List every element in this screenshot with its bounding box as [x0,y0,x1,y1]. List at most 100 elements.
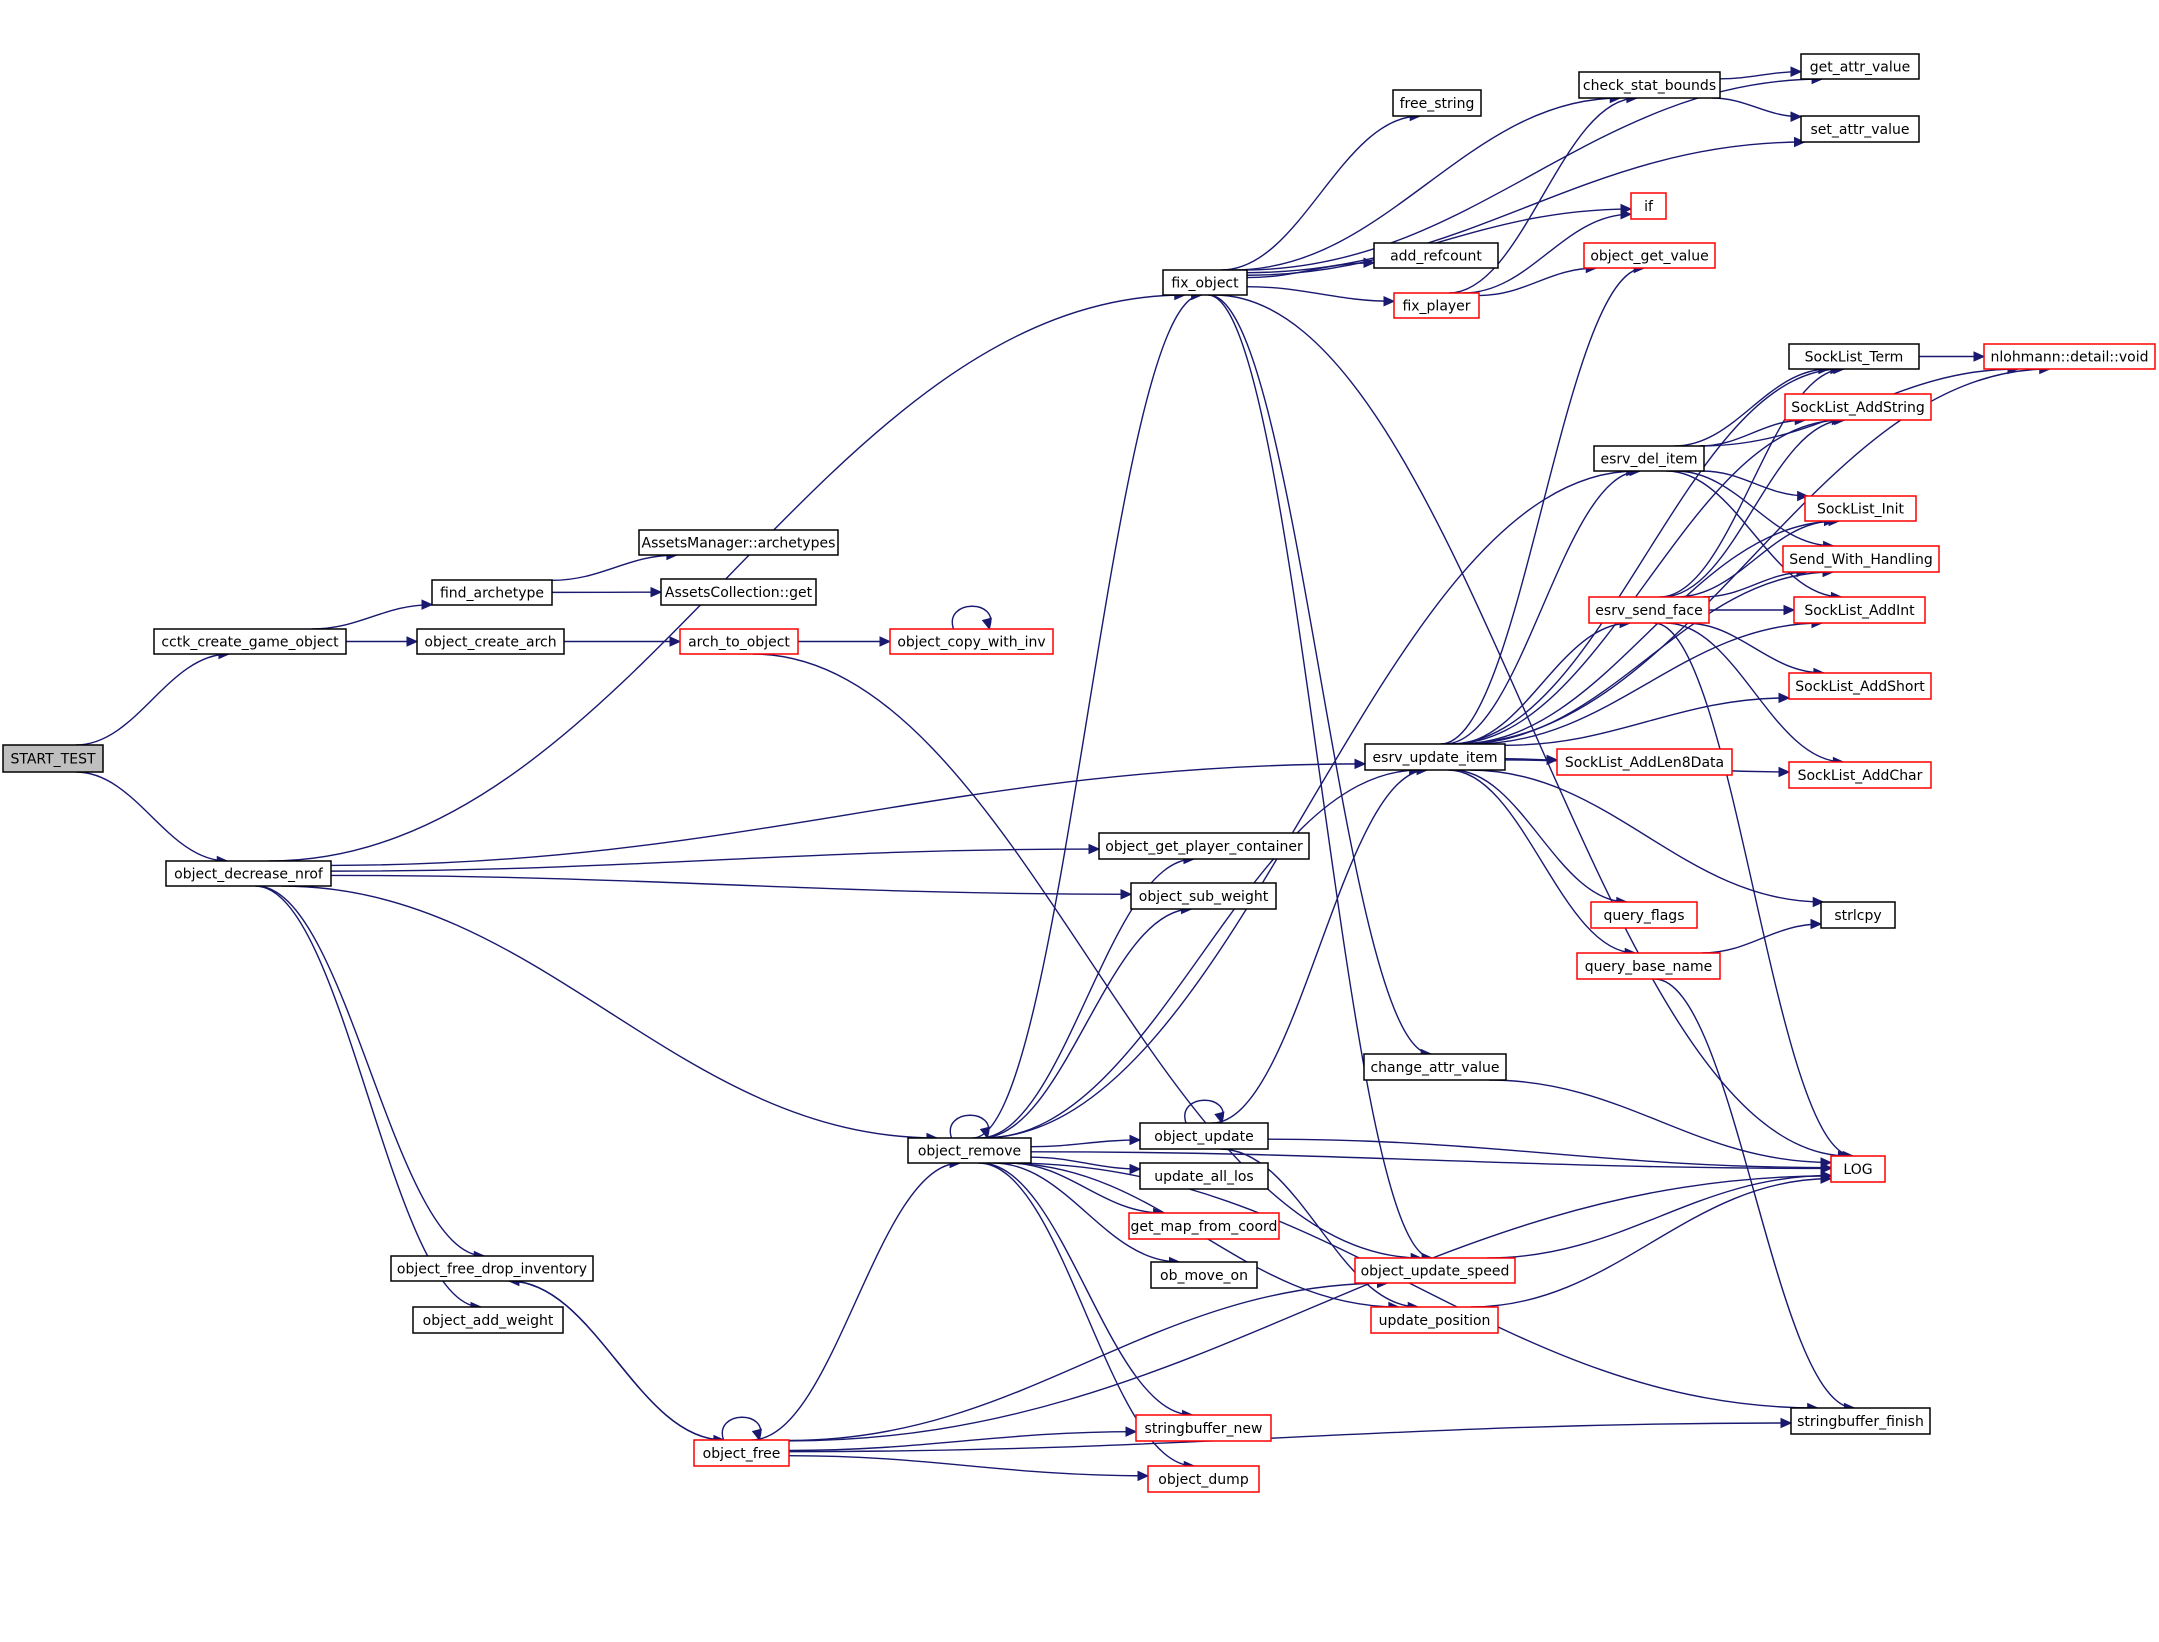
node-socklist_term[interactable]: SockList_Term [1788,343,1920,370]
node-assets_archetypes[interactable]: AssetsManager::archetypes [638,529,839,556]
node-arch_to_object[interactable]: arch_to_object [679,628,799,655]
node-label: get_attr_value [1810,60,1911,76]
node-query_flags[interactable]: query_flags [1590,901,1698,929]
edge-arrowhead [1363,257,1376,269]
node-stringbuffer_finish[interactable]: stringbuffer_finish [1790,1407,1931,1435]
edge-arrowhead [421,599,434,610]
node-object_remove[interactable]: object_remove [907,1137,1032,1164]
edge-fix_object-to-fix_player [1246,285,1396,307]
edge-line [1659,368,1844,598]
node-object_get_player_container[interactable]: object_get_player_container [1098,832,1310,860]
node-esrv_update_item[interactable]: esrv_update_item [1364,743,1506,771]
node-object_dump[interactable]: object_dump [1147,1465,1260,1493]
edge-line [1701,470,1808,497]
edge-line [1463,213,1632,294]
node-send_with_handling[interactable]: Send_With_Handling [1782,545,1940,573]
edge-line [1448,368,1841,745]
edge-fix_object-to-log [1214,294,1850,1162]
edge-arrowhead [879,636,892,647]
edge-query_base_name-to-strlcpy [1701,918,1823,954]
node-free_string[interactable]: free_string [1392,89,1482,117]
node-fix_player[interactable]: fix_player [1393,292,1480,319]
edge-line [1030,1151,1832,1170]
edge-arrowhead [1812,896,1825,908]
node-update_all_los[interactable]: update_all_los [1139,1162,1269,1190]
node-stringbuffer_new[interactable]: stringbuffer_new [1135,1414,1272,1442]
edge-object_copy_with_inv-to-object_copy_with_inv [951,605,992,631]
edge-line [1242,78,1823,271]
node-box [1784,393,1932,421]
edge-object_free-to-object_remove [751,1157,962,1441]
node-label: object_dump [1158,1472,1249,1488]
edge-arrowhead [751,1428,762,1442]
node-label: object_sub_weight [1139,889,1269,905]
node-log[interactable]: LOG [1830,1155,1886,1183]
node-object_decrease_nrof[interactable]: object_decrease_nrof [165,860,332,887]
node-change_attr_value[interactable]: change_attr_value [1363,1053,1507,1081]
edge-arrowhead [1546,754,1559,766]
node-object_create_arch[interactable]: object_create_arch [416,628,565,655]
edge-esrv_del_item-to-socklist_init [1701,470,1809,502]
node-socklist_addshort[interactable]: SockList_AddShort [1788,672,1932,700]
node-label: query_base_name [1585,959,1713,975]
node-ob_move_on[interactable]: ob_move_on [1150,1261,1258,1289]
node-check_stat_bounds[interactable]: check_stat_bounds [1578,71,1721,99]
edge-esrv_send_face-to-socklist_addint [1709,604,1796,616]
edge-esrv_update_item-to-socklist_term [1448,363,1843,745]
node-object_update_speed[interactable]: object_update_speed [1354,1257,1516,1284]
edge-line [1448,769,1636,954]
node-if[interactable]: if [1630,192,1667,220]
node-box [1800,53,1920,80]
edge-line [551,554,677,582]
edge-line [1654,978,1855,1409]
node-update_position[interactable]: update_position [1370,1306,1499,1334]
edge-line [1701,923,1822,954]
edge-arrowhead [1797,490,1809,502]
edge-object_decrease_nrof-to-fix_object [268,289,1186,862]
node-start_test[interactable]: START_TEST [2,744,104,773]
node-box [1782,545,1940,573]
edge-line [1008,1162,1164,1214]
node-strlcpy[interactable]: strlcpy [1820,901,1896,929]
node-socklist_init[interactable]: SockList_Init [1804,495,1917,522]
node-object_add_weight[interactable]: object_add_weight [412,1306,564,1334]
edge-line [1221,115,1421,271]
node-box [153,628,347,655]
node-socklist_addint[interactable]: SockList_AddInt [1793,596,1926,624]
node-socklist_addlen8data[interactable]: SockList_AddLen8Data [1556,748,1733,776]
edge-esrv_send_face-to-log [1653,622,1855,1162]
node-socklist_addchar[interactable]: SockList_AddChar [1788,761,1932,789]
node-object_free[interactable]: object_free [693,1439,790,1467]
nodes-layer: START_TEST cctk_create_game_object object_… [2,53,2156,1493]
edge-line [311,603,433,630]
edge-arrowhead [1778,766,1791,778]
node-label: object_get_value [1590,249,1708,265]
edge-object_remove-to-object_sub_weight [980,903,1193,1139]
edge-object_free_drop_inventory-to-object_free [508,1280,726,1446]
node-get_attr_value[interactable]: get_attr_value [1800,53,1920,80]
node-object_update[interactable]: object_update [1139,1122,1269,1150]
node-object_get_value[interactable]: object_get_value [1583,242,1716,269]
edge-line [1448,97,1637,294]
node-box [1804,495,1917,522]
node-assets_get[interactable]: AssetsCollection::get [660,578,817,606]
node-nlohmann_void[interactable]: nlohmann::detail::void [1983,343,2156,370]
node-object_copy_with_inv[interactable]: object_copy_with_inv [889,628,1054,655]
node-set_attr_value[interactable]: set_attr_value [1800,115,1920,143]
node-esrv_del_item[interactable]: esrv_del_item [1593,445,1705,472]
edge-arrowhead [1354,758,1367,770]
node-object_sub_weight[interactable]: object_sub_weight [1130,882,1277,910]
node-box [1578,71,1721,99]
node-find_archetype[interactable]: find_archetype [431,579,553,606]
node-query_base_name[interactable]: query_base_name [1576,952,1721,980]
node-get_map_from_coord[interactable]: get_map_from_coord [1128,1212,1280,1240]
edge-line [1444,470,1641,745]
edge-arrowhead [1794,136,1806,148]
node-object_free_drop_inventory[interactable]: object_free_drop_inventory [390,1255,594,1282]
node-fix_object[interactable]: fix_object [1162,269,1248,296]
node-socklist_addstring[interactable]: SockList_AddString [1784,393,1932,421]
node-esrv_send_face[interactable]: esrv_send_face [1588,596,1710,624]
edge-line [1478,267,1597,297]
node-add_refcount[interactable]: add_refcount [1373,242,1499,269]
node-cctk_create_game_object[interactable]: cctk_create_game_object [153,628,347,655]
